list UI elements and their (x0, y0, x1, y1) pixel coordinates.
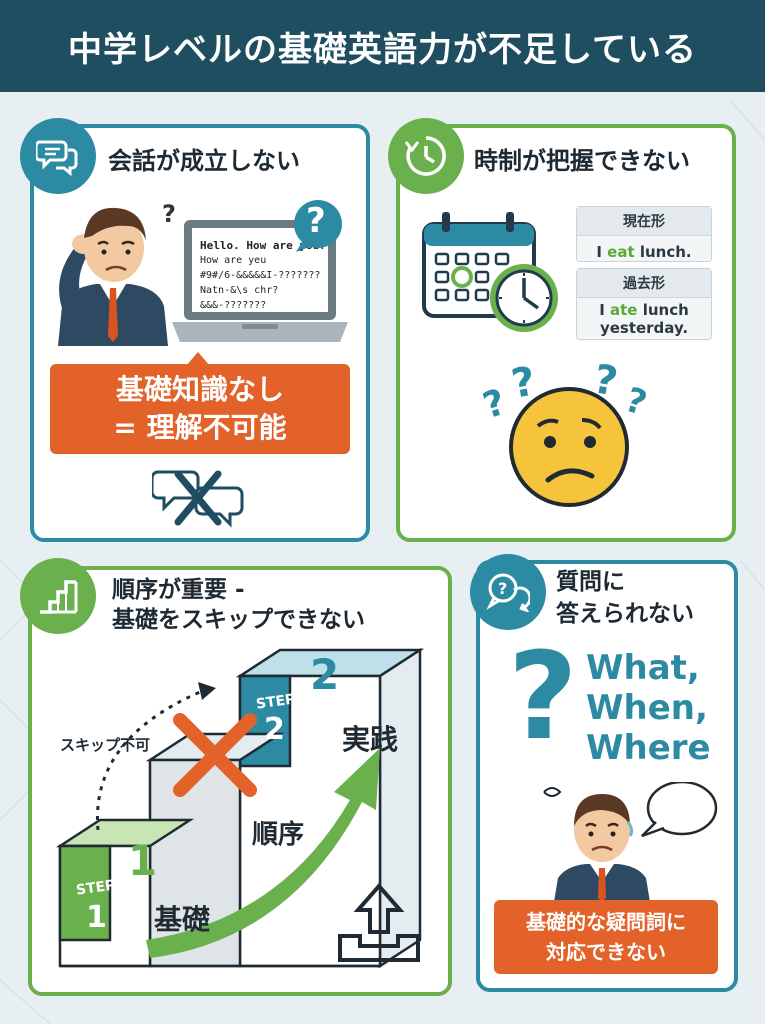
label-no-skip: スキップ不可 (60, 736, 151, 754)
confused-businessman-illustration (58, 207, 168, 346)
question-word-what: What, (586, 648, 700, 688)
question-verdict-line-2: 対応できない (546, 940, 666, 964)
panel-questions-title: 質問に 答えられない (556, 566, 694, 630)
panel-tense-title: 時制が把握できない (474, 147, 690, 175)
calendar-clock-illustration (422, 212, 558, 332)
verdict-pointer (186, 352, 210, 366)
stairs-icon (20, 558, 96, 634)
no-communication-icon (152, 470, 244, 528)
past-tense-bubble: 過去形 I ate lunch yesterday. (576, 268, 712, 340)
big-question-mark: ? (508, 628, 578, 767)
header-bar: 中学レベルの基礎英語力が不足している (0, 0, 765, 92)
verdict-line-1: 基礎知識なし (115, 373, 284, 406)
screen-line: #9#/6-&&&&&I-??????? (200, 270, 321, 281)
question-word-when: When, (586, 688, 708, 728)
laptop-screen-text: Hello. How are you? How are yeu #9#/6-&&… (200, 238, 326, 313)
panel-order-title-line-1: 順序が重要 - (112, 577, 245, 603)
question-verdict-box: 基礎的な疑問詞に 対応できない (494, 900, 718, 974)
step-1-number: 1 (86, 900, 107, 935)
page-title: 中学レベルの基礎英語力が不足している (68, 29, 697, 70)
question-word-where: Where (586, 728, 711, 768)
label-base: 基礎 (154, 903, 211, 936)
clock-icon (388, 118, 464, 194)
present-tense-bubble: 現在形 I eat lunch. (576, 206, 712, 262)
question-bubbles-icon: ? (470, 554, 546, 630)
step-2-number: 2 (264, 712, 285, 747)
present-tense-label: 現在形 (577, 207, 711, 236)
label-order: 順序 (252, 820, 305, 850)
verdict-box: 基礎知識なし = 理解不可能 (50, 364, 350, 454)
label-practice: 実践 (342, 723, 399, 756)
chat-bubbles-icon (20, 118, 96, 194)
panel-conversation-title: 会話が成立しない (108, 147, 300, 175)
panel-questions-title-line-1: 質問に (556, 569, 625, 595)
screen-line: How are yeu (200, 255, 267, 266)
screen-line: Natn-&\s chr? (200, 285, 279, 296)
question-bubble-mark: ? (306, 201, 326, 241)
svg-text:?: ? (498, 579, 507, 598)
step-2-big-number: 2 (310, 650, 340, 699)
panel-questions-title-line-2: 答えられない (556, 601, 694, 627)
screen-line: &&&-??????? (200, 300, 267, 311)
question-bubble-icon (294, 200, 342, 252)
verdict-line-2: = 理解不可能 (113, 411, 287, 444)
worried-businessman-illustration (543, 782, 718, 902)
past-tense-label: 過去形 (577, 269, 711, 298)
small-question-mark: ? (162, 200, 176, 228)
screen-line: Hello. How are you? (200, 239, 326, 252)
step-1-big-number: 1 (128, 836, 158, 885)
present-tense-sentence: I eat lunch. (596, 243, 692, 261)
past-tense-sentence: I ate lunch yesterday. (599, 301, 689, 337)
panel-order-title-line-2: 基礎をスキップできない (112, 606, 365, 633)
upload-tray-icon (338, 882, 420, 962)
panel-order-title: 順序が重要 - 基礎をスキップできない (112, 576, 365, 636)
confused-face-emoji (509, 387, 629, 507)
staircase-illustration (55, 647, 425, 969)
question-verdict-line-1: 基礎的な疑問詞に (526, 910, 686, 934)
